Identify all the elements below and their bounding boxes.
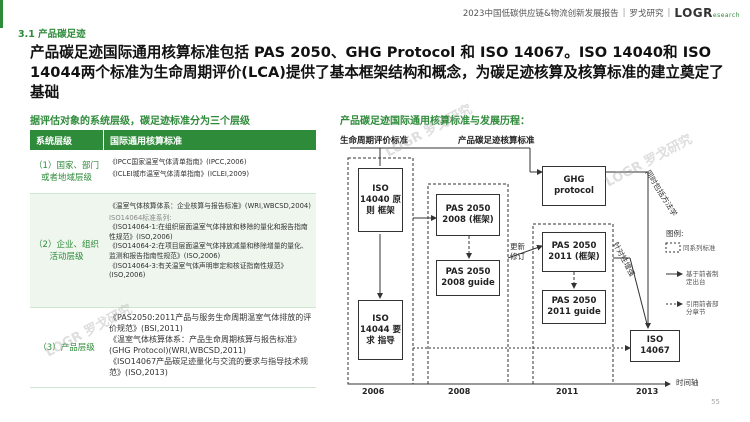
logo: LOGResearch [674,6,740,20]
report-header: 2023中国低碳供应链&物流创新发展报告 | 罗戈研究 | LOGResearc… [462,6,740,20]
table-row: （3）产品层级 《PAS2050:2011产品与服务生命周期温室气体排放的评价规… [30,308,316,388]
year-2013: 2013 [636,387,659,396]
update-note: 更新 修订 [510,242,525,261]
year-2008: 2008 [448,387,471,396]
section-title: 3.1 产品碳足迹 [18,29,86,40]
legend-title: 图例: [666,229,684,238]
header-level: 系统层级 [30,130,103,150]
report-title: 2023中国低碳供应链&物流创新发展报告 [462,9,619,19]
standards-cell: 《温室气体核算体系：企业核算与报告标准》(WRI,WBCSD,2004) ISO… [109,202,311,280]
level-cell: （1）国家、部门或者地域层级 [34,160,99,183]
box-pas2050-2008: PAS 2050 2008 (框架) [436,194,500,236]
table-row: （1）国家、部门或者地域层级 《IPCC国家温室气体清单指南》(IPCC,200… [30,150,316,194]
table-row: （2）企业、组织活动层级 《温室气体核算体系：企业核算与报告标准》(WRI,WB… [30,194,316,308]
diagram-lines [347,147,683,387]
box-pas2050-2011: PAS 2050 2011 (框架) [542,232,606,272]
legend-item: 同系列标准 [683,244,716,252]
diagram-caption: 产品碳足迹国际通用核算标准与发展历程： [340,116,530,127]
page-number: 55 [711,398,720,406]
box-iso14040: ISO 14040 原则 框架 [358,168,403,232]
box-iso14044: ISO 14044 要求 指导 [358,300,403,360]
lca-standards-label: 生命周期评价标准 [340,136,409,146]
legend-item: 引用前者部分章节 [686,300,719,316]
box-pas2050-2011-guide: PAS 2050 2011 guide [542,290,606,324]
box-pas2050-2008-guide: PAS 2050 2008 guide [436,260,500,296]
box-ghg-protocol: GHG protocol [542,166,606,206]
pcf-standards-label: 产品碳足迹核算标准 [458,136,535,146]
level-cell: （2）企业、组织活动层级 [34,239,99,262]
header-accent-bar [0,0,3,28]
legend-dashed-swatch [665,242,681,253]
table-header: 系统层级 国际通用核算标准 [30,130,316,150]
table-caption: 据评估对象的系统层级，碳足迹标准分为三个层级 [30,116,250,127]
time-axis-label: 时间轴 [676,378,699,387]
headline: 产品碳足迹国际通用核算标准包括 PAS 2050、GHG Protocol 和 … [30,44,724,101]
standards-cell: 《PAS2050:2011产品与服务生命周期温室气体排放的评价规范》(BSI,2… [109,313,312,377]
legend-item: 基于前者制定出台 [686,270,719,286]
standards-timeline-diagram: 生命周期评价标准 产品碳足迹核算标准 ISO 14040 原则 框架 ISO 1… [330,128,720,396]
brand-name: 罗戈研究 [629,9,664,19]
year-2011: 2011 [556,387,579,396]
header-standard: 国际通用核算标准 [103,130,316,150]
box-iso14067: ISO 14067 [630,330,680,362]
standards-cell: 《IPCC国家温室气体清单指南》(IPCC,2006) 《ICLEI城市温室气体… [109,158,249,178]
year-2006: 2006 [362,387,385,396]
standards-table: 系统层级 国际通用核算标准 （1）国家、部门或者地域层级 《IPCC国家温室气体… [30,130,316,388]
level-cell: （3）产品层级 [38,342,95,353]
